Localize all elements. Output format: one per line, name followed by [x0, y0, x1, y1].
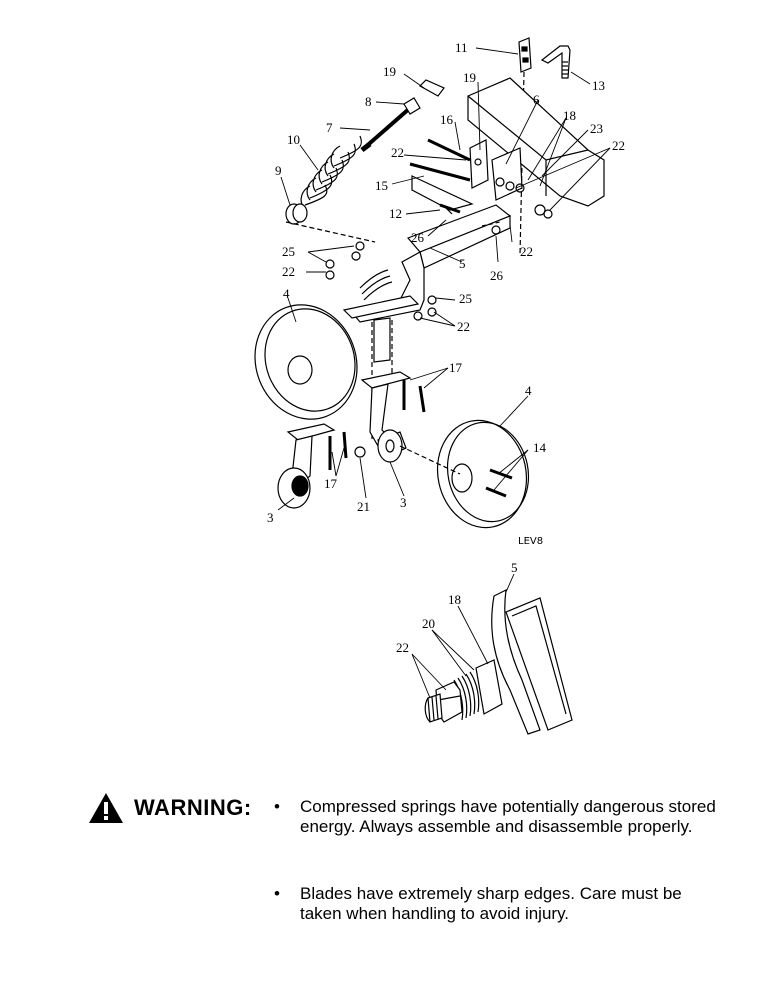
- disc-4-left: [254, 304, 358, 420]
- label-6: 6: [533, 92, 540, 107]
- label-3a: 3: [267, 510, 274, 525]
- part-labels: 11 13 19 19 8 6 18 16 23 7 22 10 22 9 15…: [267, 40, 625, 547]
- label-19a: 19: [383, 64, 396, 79]
- label-25a: 25: [282, 244, 295, 259]
- label-16: 16: [440, 112, 454, 127]
- label-7: 7: [326, 120, 333, 135]
- label-21: 21: [357, 499, 370, 514]
- parts-exploded-diagram: 11 13 19 19 8 6 18 16 23 7 22 10 22 9 15…: [254, 37, 625, 735]
- label-26a: 26: [411, 230, 425, 245]
- label-11: 11: [455, 40, 468, 55]
- detail-labels: 5 18 20 22: [396, 560, 518, 655]
- detail-leaders: [411, 573, 515, 699]
- label-22e: 22: [457, 319, 470, 334]
- warning-header: WARNING:: [88, 792, 252, 824]
- disc-4-right: [399, 419, 530, 529]
- rod-7: [360, 79, 445, 152]
- label-25b: 25: [459, 291, 472, 306]
- warning-text-blades: Blades have extremely sharp edges. Care …: [300, 884, 682, 923]
- label-22a: 22: [612, 138, 625, 153]
- warning-title: WARNING:: [134, 795, 252, 820]
- label-3b: 3: [400, 495, 407, 510]
- label-13: 13: [592, 78, 605, 93]
- standard-right: [360, 371, 426, 463]
- bullet-dot: •: [274, 797, 280, 816]
- detail-label-5: 5: [511, 560, 518, 575]
- label-9: 9: [275, 163, 282, 178]
- warning-block: WARNING: • Compressed springs have poten…: [88, 788, 738, 948]
- bolt-13: [540, 45, 571, 79]
- bullet-dot: •: [274, 884, 280, 903]
- spring-10: [300, 135, 362, 209]
- detail-label-18: 18: [448, 592, 461, 607]
- label-19b: 19: [463, 70, 476, 85]
- leader-lines: [277, 47, 611, 511]
- frame-block: [467, 77, 605, 207]
- detail-label-22: 22: [396, 640, 409, 655]
- label-18: 18: [563, 108, 576, 123]
- standard-left: [277, 423, 366, 509]
- label-14: 14: [533, 440, 547, 455]
- label-8: 8: [365, 94, 372, 109]
- label-15: 15: [375, 178, 388, 193]
- washer-9: [285, 203, 376, 243]
- label-12: 12: [389, 206, 402, 221]
- label-22d: 22: [282, 264, 295, 279]
- label-22b: 22: [391, 145, 404, 160]
- label-17b: 17: [324, 476, 338, 491]
- warning-text-springs: Compressed springs have potentially dang…: [300, 797, 716, 836]
- label-17a: 17: [449, 360, 463, 375]
- label-22c: 22: [520, 244, 533, 259]
- label-26b: 26: [490, 268, 504, 283]
- label-5: 5: [459, 256, 466, 271]
- label-10: 10: [287, 132, 300, 147]
- warning-triangle-icon: [89, 793, 123, 823]
- label-4b: 4: [525, 383, 532, 398]
- shank-assembly: [325, 241, 437, 440]
- detail-label-20: 20: [422, 616, 435, 631]
- drawing-code: LEV8: [518, 536, 543, 547]
- label-23: 23: [590, 121, 603, 136]
- detail-view: [424, 588, 573, 735]
- bolts-15-16: [409, 138, 474, 214]
- bracket-6: [469, 139, 553, 219]
- label-4a: 4: [283, 286, 290, 301]
